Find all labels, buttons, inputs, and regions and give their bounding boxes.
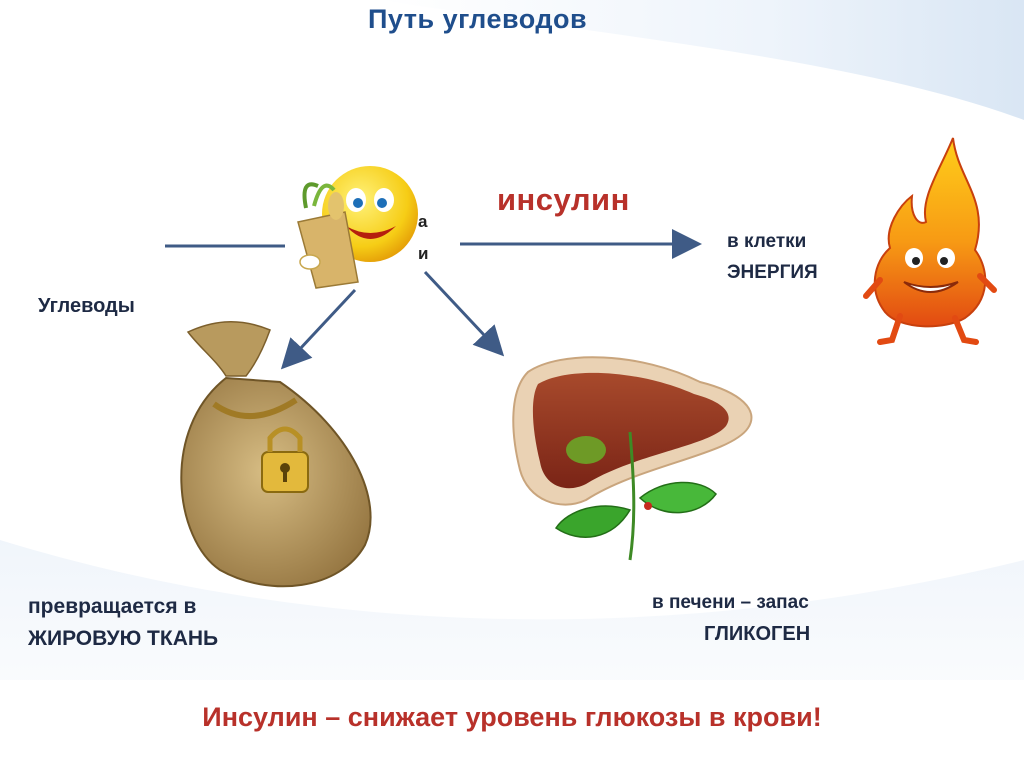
- carbs-label: Углеводы: [38, 295, 135, 318]
- fat-label-line1: превращается в: [28, 595, 196, 619]
- conclusion-text: Инсулин – снижает уровень глюкозы в кров…: [0, 702, 1024, 733]
- insulin-label: инсулин: [497, 182, 630, 218]
- fat-label-line2: ЖИРОВУЮ ТКАНЬ: [28, 627, 218, 651]
- cells-label: в клетки: [727, 231, 806, 253]
- label-fragment: и: [418, 244, 428, 264]
- label-fragment: а: [418, 212, 427, 232]
- energy-label: ЭНЕРГИЯ: [727, 262, 818, 284]
- liver-label-line1: в печени – запас: [652, 592, 809, 614]
- page-title: Путь углеводов: [368, 4, 587, 35]
- glycogen-label: ГЛИКОГЕН: [704, 623, 810, 646]
